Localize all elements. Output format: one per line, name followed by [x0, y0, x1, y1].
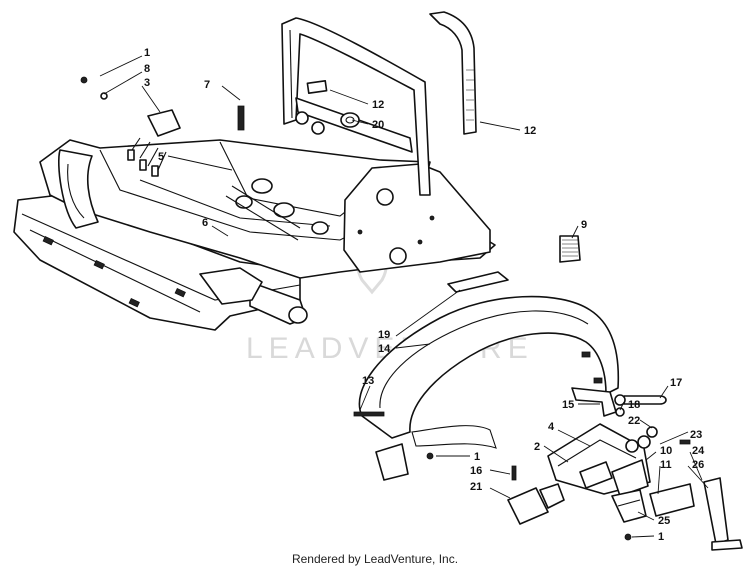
- hood-14: [358, 295, 620, 449]
- callout-22: 22: [628, 415, 640, 427]
- callout-14: 14: [378, 343, 391, 355]
- callout-23: 23: [690, 429, 702, 441]
- callout-20: 20: [372, 119, 384, 131]
- leader-lines: [99, 55, 709, 538]
- latch-25: [611, 489, 647, 523]
- callout-13: 13: [362, 375, 374, 387]
- bracket-left: [375, 443, 409, 481]
- footer-credit: Rendered by LeadVenture, Inc.: [291, 552, 459, 566]
- callout-21: 21: [470, 481, 482, 493]
- callout-11: 11: [660, 459, 672, 471]
- callout-6: 6: [202, 217, 208, 229]
- bracket-assembly-10: [547, 423, 651, 497]
- callout-8: 8: [144, 63, 150, 75]
- callout-24: 24: [692, 445, 705, 457]
- bracket-15: [571, 387, 617, 417]
- decal-19: [447, 271, 509, 293]
- handle-26: [703, 477, 743, 551]
- callout-2: 2: [534, 441, 540, 453]
- callout-7: 7: [204, 79, 210, 91]
- callout-5: 5: [158, 151, 164, 163]
- callout-12-top: 12: [372, 99, 384, 111]
- decal-9: [559, 235, 581, 263]
- callout-1-bottom: 1: [658, 531, 664, 543]
- callout-10: 10: [660, 445, 672, 457]
- callout-1: 1: [144, 47, 150, 59]
- callout-9: 9: [581, 219, 587, 231]
- callout-25: 25: [658, 515, 670, 527]
- plate-11: [649, 483, 695, 517]
- switch-21: [507, 483, 565, 525]
- pin-17: [614, 394, 667, 406]
- callout-16: 16: [470, 465, 482, 477]
- callout-12-right: 12: [524, 125, 536, 137]
- callout-labels: 1 8 3 7 12 20 12 5 6 9 19 14 13 17 15 18…: [144, 47, 705, 543]
- callout-15: 15: [562, 399, 574, 411]
- callout-3: 3: [144, 77, 150, 89]
- callout-1-mid: 1: [474, 451, 480, 463]
- frame-assembly: [13, 17, 496, 331]
- callout-26: 26: [692, 459, 704, 471]
- steering-posts: [225, 178, 329, 241]
- hardware: [353, 407, 691, 541]
- callout-4: 4: [548, 421, 555, 433]
- callout-18: 18: [628, 399, 640, 411]
- callout-17: 17: [670, 377, 682, 389]
- trim-strip-12: [429, 11, 477, 135]
- callout-19: 19: [378, 329, 390, 341]
